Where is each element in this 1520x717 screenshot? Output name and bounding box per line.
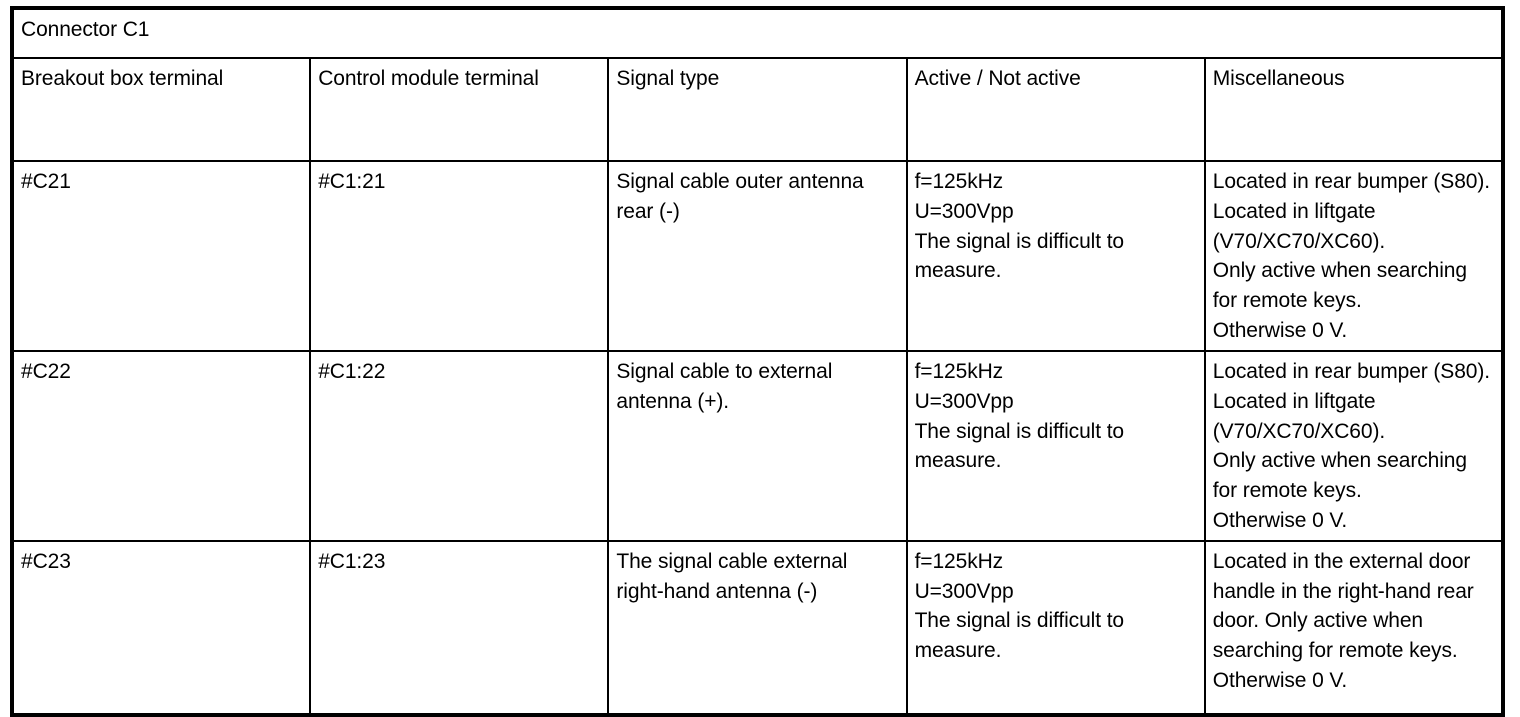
cell-control-module-terminal: #C1:21 bbox=[309, 160, 610, 352]
column-header-signal-type: Signal type bbox=[607, 57, 908, 162]
column-header-control-module-terminal: Control module terminal bbox=[309, 57, 610, 162]
cell-signal-type: Signal cable outer antenna rear (-) bbox=[607, 160, 908, 352]
cell-miscellaneous: Located in rear bumper (S80). Located in… bbox=[1203, 160, 1503, 352]
cell-signal-type: Signal cable to external antenna (+). bbox=[607, 349, 908, 542]
cell-active-not-active: f=125kHz U=300Vpp The signal is difficul… bbox=[905, 349, 1206, 542]
cell-control-module-terminal: #C1:23 bbox=[309, 539, 610, 715]
cell-miscellaneous: Located in the external door handle in t… bbox=[1203, 539, 1503, 715]
connector-spec-table: Connector C1 Breakout box terminal Contr… bbox=[10, 6, 1505, 717]
cell-breakout-box-terminal: #C22 bbox=[12, 349, 312, 542]
column-header-active-not-active: Active / Not active bbox=[905, 57, 1206, 162]
table-title-row: Connector C1 bbox=[11, 7, 1504, 59]
cell-miscellaneous: Located in rear bumper (S80). Located in… bbox=[1203, 349, 1503, 542]
table-title: Connector C1 bbox=[11, 7, 1504, 59]
cell-breakout-box-terminal: #C23 bbox=[12, 539, 312, 715]
cell-active-not-active: f=125kHz U=300Vpp The signal is difficul… bbox=[905, 539, 1206, 715]
cell-control-module-terminal: #C1:22 bbox=[309, 349, 610, 542]
column-header-breakout-box-terminal: Breakout box terminal bbox=[12, 57, 312, 162]
document-page: Connector C1 Breakout box terminal Contr… bbox=[10, 6, 1505, 717]
cell-breakout-box-terminal: #C21 bbox=[12, 160, 312, 352]
table-row: #C21 #C1:21 Signal cable outer antenna r… bbox=[12, 160, 1503, 352]
column-header-miscellaneous: Miscellaneous bbox=[1203, 57, 1503, 162]
table-header-row: Breakout box terminal Control module ter… bbox=[12, 57, 1503, 162]
cell-signal-type: The signal cable external right-hand ant… bbox=[607, 539, 908, 715]
table-row: #C22 #C1:22 Signal cable to external ant… bbox=[12, 349, 1503, 542]
cell-active-not-active: f=125kHz U=300Vpp The signal is difficul… bbox=[905, 160, 1206, 352]
table-row: #C23 #C1:23 The signal cable external ri… bbox=[12, 539, 1503, 715]
